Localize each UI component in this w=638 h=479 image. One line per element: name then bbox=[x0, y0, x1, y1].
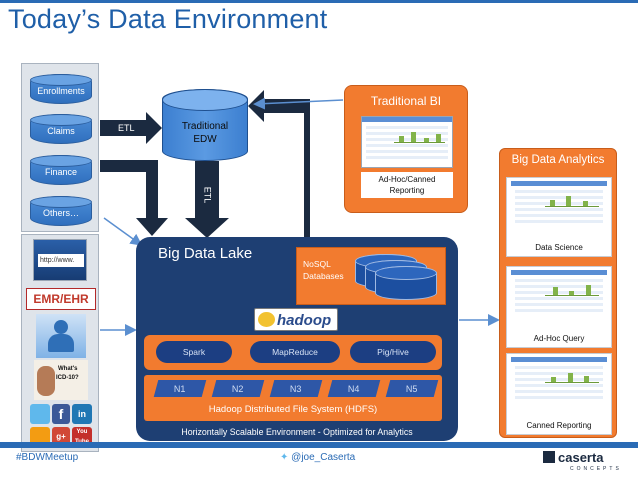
etl-label-sources-lake: ETL bbox=[120, 176, 137, 186]
bda-card-caption: Canned Reporting bbox=[526, 421, 592, 430]
hadoop-elephant-icon bbox=[258, 312, 275, 327]
footer-brand: caserta bbox=[558, 450, 604, 465]
hdfs-node: N4 bbox=[327, 380, 381, 397]
nosql-databases-box: NoSQL Databases bbox=[296, 247, 446, 305]
engine-mapreduce: MapReduce bbox=[250, 341, 340, 363]
sources-to-lake-diag-arrow bbox=[103, 217, 143, 246]
etl-arrow-to-edw bbox=[100, 112, 162, 144]
hdfs-bar: N1 N2 N3 N4 N5 Hadoop Distributed File S… bbox=[144, 375, 442, 421]
nosql-label: NoSQL Databases bbox=[303, 258, 344, 282]
footer-brand-sub: CONCEPTS bbox=[570, 466, 622, 472]
bda-card-caption: Ad-Hoc Query bbox=[533, 334, 585, 343]
hdfs-node: N5 bbox=[385, 380, 439, 397]
nosql-line1: NoSQL bbox=[303, 259, 331, 269]
etl-label-edw-lake: ETL bbox=[202, 186, 213, 204]
lake-footer-caption: Horizontally Scalable Environment - Opti… bbox=[181, 427, 413, 437]
page-title: Today’s Data Environment bbox=[8, 4, 328, 34]
http-text: http://www. bbox=[38, 254, 84, 267]
bi-caption-line1: Ad-Hoc/Canned bbox=[378, 175, 436, 184]
edw-line1: Traditional bbox=[181, 121, 229, 132]
hadoop-logo: hadoop bbox=[254, 308, 338, 331]
bi-caption-line2: Reporting bbox=[389, 186, 425, 195]
footer-handle-text: @joe_Caserta bbox=[291, 452, 356, 463]
etl-label-horizontal: ETL bbox=[118, 123, 135, 133]
traditional-bi-title: Traditional BI bbox=[370, 94, 442, 108]
bi-to-edw-arrow bbox=[253, 97, 344, 110]
edw-line2: EDW bbox=[193, 134, 217, 145]
bda-title: Big Data Analytics bbox=[511, 154, 605, 166]
linkedin-icon: in bbox=[72, 404, 92, 424]
etl-label-lake-edw: ETL bbox=[295, 166, 306, 184]
source-others: Others… bbox=[30, 196, 92, 226]
twitter-icon bbox=[30, 404, 50, 424]
structured-sources-panel: Enrollments Claims Finance Others… bbox=[21, 63, 99, 232]
hdfs-label: Hadoop Distributed File System (HDFS) bbox=[208, 404, 378, 415]
etl-arrow-lake-to-edw bbox=[248, 90, 310, 237]
hadoop-wordmark: hadoop bbox=[277, 312, 332, 329]
source-claims: Claims bbox=[30, 114, 92, 144]
etl-arrow-edw-to-lake bbox=[185, 161, 229, 238]
lake-title: Big Data Lake bbox=[158, 245, 253, 262]
bda-card-canned-reporting: Canned Reporting bbox=[506, 353, 612, 435]
emr-ehr-badge: EMR/EHR bbox=[26, 288, 96, 310]
nosql-line2: Databases bbox=[303, 271, 344, 281]
etl-arrow-sources-to-lake bbox=[100, 160, 168, 236]
bda-card-caption: Data Science bbox=[535, 243, 583, 252]
footer-handle: ✦ @joe_Caserta bbox=[280, 452, 355, 463]
big-data-analytics-panel: Big Data Analytics Data Science Ad-Hoc Q… bbox=[499, 148, 617, 438]
bda-card-adhoc-query: Ad-Hoc Query bbox=[506, 266, 612, 348]
traditional-edw: Traditional EDW bbox=[162, 89, 248, 161]
doctor-computer-icon bbox=[36, 314, 86, 358]
facebook-icon: f bbox=[52, 404, 70, 424]
bottom-accent-bar bbox=[0, 442, 638, 448]
twitter-bird-icon: ✦ bbox=[280, 452, 289, 463]
hdfs-node: N3 bbox=[269, 380, 323, 397]
hdfs-node: N1 bbox=[153, 380, 207, 397]
bi-caption: Ad-Hoc/Canned Reporting bbox=[361, 172, 453, 198]
hdfs-node: N2 bbox=[211, 380, 265, 397]
engine-pig-hive: Pig/Hive bbox=[350, 341, 436, 363]
emr-text: EMR/EHR bbox=[33, 292, 89, 306]
processing-engines-bar: Spark MapReduce Pig/Hive bbox=[144, 335, 442, 370]
bda-card-data-science: Data Science bbox=[506, 177, 612, 257]
web-logo-icon: http://www. bbox=[33, 239, 87, 281]
bi-report-thumbnail bbox=[361, 116, 453, 168]
engine-spark: Spark bbox=[156, 341, 232, 363]
top-accent-bar bbox=[0, 0, 638, 3]
traditional-bi-panel: Traditional BI Ad-Hoc/Canned Reporting bbox=[344, 85, 468, 213]
source-finance: Finance bbox=[30, 155, 92, 185]
icd10-doctor-icon: What's ICD-10? bbox=[34, 360, 88, 400]
big-data-lake: Big Data Lake NoSQL Databases hadoop Spa… bbox=[136, 237, 458, 441]
footer-hashtag: #BDWMeetup bbox=[16, 452, 79, 463]
source-enrollments: Enrollments bbox=[30, 74, 92, 104]
icd-line2: ICD-10? bbox=[56, 375, 79, 381]
caserta-logo-icon bbox=[543, 451, 555, 463]
nosql-cylinder bbox=[375, 266, 437, 300]
icd-line1: What's bbox=[58, 366, 78, 372]
unstructured-sources-panel: http://www. EMR/EHR What's ICD-10? f in … bbox=[21, 234, 99, 452]
